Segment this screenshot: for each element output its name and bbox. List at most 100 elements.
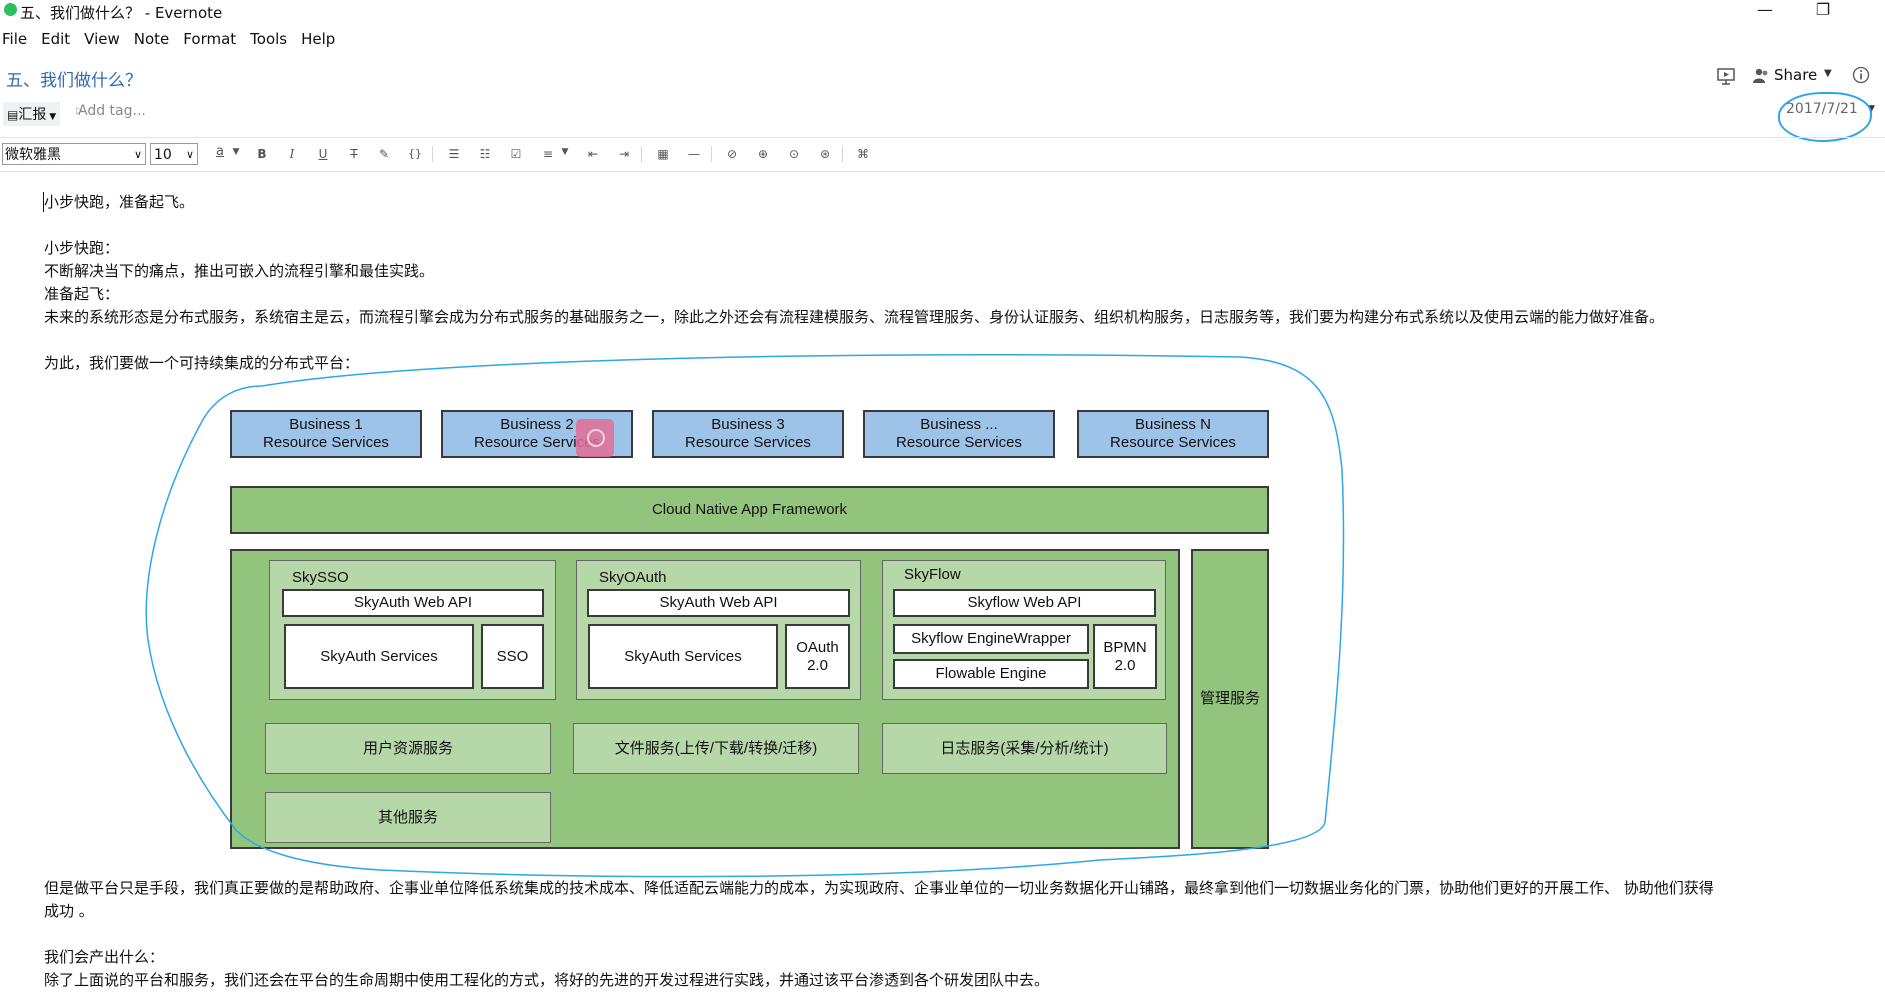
skyflow-api-box: Skyflow Web API [893,589,1156,617]
add-tag-input[interactable]: Add tag... [78,103,146,119]
bold-icon[interactable]: B [257,147,267,161]
paragraph[interactable]: 成功 。 [44,902,94,920]
business-box: Business ...Resource Services [863,410,1055,458]
paragraph[interactable]: 除了上面说的平台和服务，我们还会在平台的生命周期中使用工程化的方式，将好的先进的… [44,971,1050,989]
other-service-box: 其他服务 [265,792,551,843]
menu-view[interactable]: View [84,30,120,48]
menu-bar: File Edit View Note Format Tools Help [0,30,347,52]
indent-icon[interactable]: ⇥ [618,147,630,161]
font-size-select[interactable]: 10∨ [150,143,198,165]
share-people-icon[interactable] [1752,67,1770,85]
underline-icon[interactable]: U [318,147,328,161]
business-label: Business ... [920,416,998,433]
menu-note[interactable]: Note [133,30,170,48]
font-color-icon[interactable]: a [216,144,224,159]
toolbar-divider [641,146,642,162]
info-icon[interactable] [1852,66,1870,84]
notebook-icon: ▤ [7,108,19,122]
skyoauth-api-box: SkyAuth Web API [587,589,850,617]
paragraph[interactable]: 小步快跑，准备起飞。 [44,193,195,211]
skysso-title: SkySSO [292,569,349,586]
horizontal-rule-icon[interactable]: — [688,147,700,161]
business-label: Resource Services [1110,434,1236,451]
align-icon[interactable]: ≡ [542,147,554,161]
paragraph[interactable]: 为此，我们要做一个可持续集成的分布式平台： [44,354,360,372]
business-label: Resource Services [263,434,389,451]
text-cursor [43,192,44,212]
toolbar-divider [842,146,843,162]
annotation-circle [1778,92,1872,142]
font-family-value: 微软雅黑 [5,147,61,163]
paragraph[interactable]: 不断解决当下的痛点，推出可嵌入的流程引擎和最佳实践。 [44,262,435,280]
checkbox-icon[interactable]: ☑ [510,147,522,161]
business-label: Resource Services [685,434,811,451]
align-dropdown-icon[interactable]: ▼ [561,147,569,157]
skysso-services-box: SkyAuth Services [284,624,474,689]
table-icon[interactable]: ▦ [657,147,669,161]
numbered-list-icon[interactable]: ☷ [479,147,491,161]
encrypt-icon[interactable]: ⊕ [757,147,769,161]
chevron-down-icon: ▼ [46,112,57,122]
notebook-selector[interactable]: ▤汇报 ▼ [3,102,61,126]
restore-button[interactable]: ❐ [1815,0,1831,19]
bpmn-label: 2.0 [1114,656,1136,674]
format-toolbar: 微软雅黑 ∨ 10∨ a ▼ B I U T ✎ {} ☰ ☷ ☑ ≡ ▼ ⇤ ⇥… [0,137,1885,172]
record-icon[interactable]: ⊙ [788,147,800,161]
attach-icon[interactable]: ⊘ [726,147,738,161]
paragraph[interactable]: 小步快跑： [44,239,120,257]
italic-icon[interactable]: I [289,147,295,161]
title-bar: 五、我们做什么？ - Evernote — ❐ [0,0,1885,22]
toolbar-divider [432,146,433,162]
share-button[interactable]: Share [1774,66,1818,84]
font-family-select[interactable]: 微软雅黑 ∨ [2,143,146,165]
skyflow-title: SkyFlow [904,566,961,583]
chevron-down-icon: ∨ [185,148,194,161]
business-label: Business 3 [711,416,785,433]
font-color-dropdown-icon[interactable]: ▼ [232,147,240,157]
note-title[interactable]: 五、我们做什么？ [6,71,142,91]
business-label: Business 2 [500,416,574,433]
log-service-box: 日志服务(采集/分析/统计) [882,723,1167,774]
menu-tools[interactable]: Tools [250,30,288,48]
minimize-button[interactable]: — [1757,0,1773,19]
framework-box: Cloud Native App Framework [230,486,1269,534]
oauth-label: OAuth [796,638,839,656]
menu-format[interactable]: Format [183,30,237,48]
mgmt-service-box: 管理服务 [1191,549,1269,849]
paragraph[interactable]: 但是做平台只是手段，我们真正要做的是帮助政府、企事业单位降低系统集成的技术成本、… [44,879,1714,897]
user-resource-service-box: 用户资源服务 [265,723,551,774]
flowable-engine-box: Flowable Engine [893,659,1089,689]
business-label: Resource Services [474,434,600,451]
evernote-logo-icon [4,3,17,16]
paragraph[interactable]: 我们会产出什么： [44,948,165,966]
bullet-list-icon[interactable]: ☰ [448,147,460,161]
presentation-icon[interactable]: ⊛ [819,147,831,161]
engine-wrapper-box: Skyflow EngineWrapper [893,624,1089,654]
strikethrough-icon[interactable]: T [350,147,358,161]
chevron-down-icon: ∨ [133,148,142,161]
outdent-icon[interactable]: ⇤ [587,147,599,161]
share-dropdown-icon[interactable]: ▼ [1824,68,1832,79]
skyoauth-title: SkyOAuth [599,569,667,586]
window-title: 五、我们做什么？ - Evernote [20,4,223,22]
paragraph[interactable]: 未来的系统形态是分布式服务，系统宿主是云，而流程引擎会成为分布式服务的基础服务之… [44,308,1665,326]
paragraph[interactable]: 准备起飞： [44,285,120,303]
menu-file[interactable]: File [2,30,28,48]
present-icon[interactable] [1716,66,1736,86]
highlight-icon[interactable]: ✎ [378,147,390,161]
menu-edit[interactable]: Edit [41,30,71,48]
notebook-name: 汇报 [18,107,47,123]
code-icon[interactable]: {} [408,147,422,160]
shortcut-icon[interactable]: ⌘ [857,147,869,161]
bpmn-label: BPMN [1103,638,1147,656]
oauth-label: 2.0 [807,656,828,674]
business-label: Business 1 [289,416,363,433]
menu-help[interactable]: Help [301,30,336,48]
resize-handle-icon[interactable] [576,419,614,457]
skyoauth-services-box: SkyAuth Services [588,624,778,689]
